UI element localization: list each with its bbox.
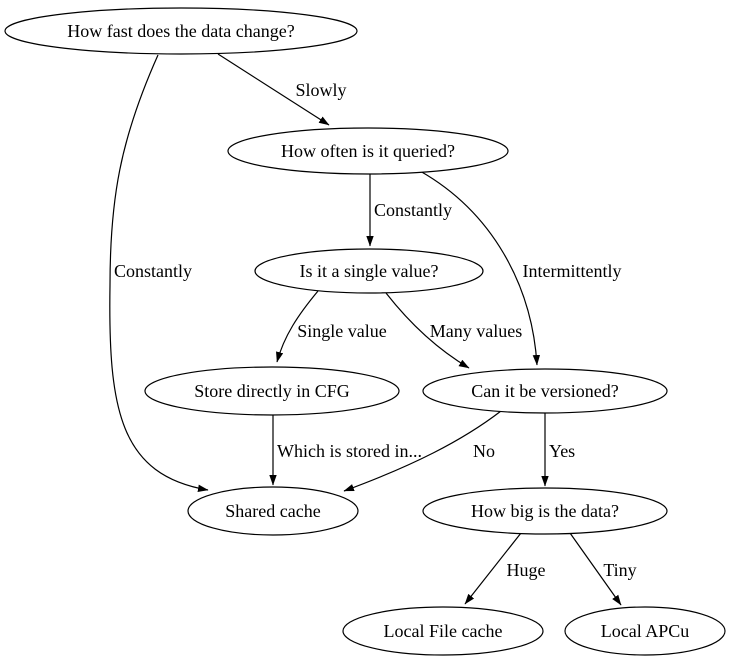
edge-label-constantly-left: Constantly [114, 261, 192, 281]
edge-labels: Slowly Constantly Constantly Intermitten… [114, 80, 637, 580]
edge-label-yes: Yes [549, 441, 575, 461]
node-how-often: How often is it queried? [227, 127, 509, 175]
node-shared-cache-ellipse [187, 486, 359, 536]
node-single-value-question: Is it a single value? [254, 248, 484, 294]
node-store-cfg-label: Store directly in CFG [194, 381, 350, 401]
node-local-apcu-ellipse [564, 606, 726, 656]
edge-label-huge: Huge [507, 560, 546, 580]
edge-label-many-values: Many values [430, 321, 522, 341]
edge-howbig-to-localapcu [569, 532, 622, 606]
edge-label-constantly-mid: Constantly [374, 200, 452, 220]
edge-label-slowly: Slowly [295, 80, 346, 100]
nodes: How fast does the data change? How often… [4, 7, 726, 656]
node-versioned: Can it be versioned? [422, 368, 668, 414]
edge-label-intermittently: Intermittently [523, 261, 622, 281]
edge-howfast-to-howoften [217, 53, 330, 126]
node-how-fast-label: How fast does the data change? [67, 21, 294, 41]
node-local-file: Local File cache [342, 606, 544, 656]
node-how-often-label: How often is it queried? [281, 141, 455, 161]
node-store-cfg-ellipse [144, 366, 400, 416]
node-how-big-ellipse [422, 487, 668, 535]
edge-label-which-stored: Which is stored in... [277, 441, 422, 461]
node-local-apcu-label: Local APCu [601, 621, 690, 641]
edge-versioned-to-sharedcache [343, 410, 502, 492]
node-how-fast: How fast does the data change? [4, 7, 358, 55]
node-local-apcu: Local APCu [564, 606, 726, 656]
edge-label-single-value: Single value [297, 321, 386, 341]
node-local-file-ellipse [342, 606, 544, 656]
node-shared-cache-label: Shared cache [225, 501, 320, 521]
edge-howbig-to-localfile [464, 532, 522, 605]
edge-howfast-to-sharedcache [109, 54, 209, 492]
node-single-value-question-ellipse [254, 248, 484, 294]
node-how-big: How big is the data? [422, 487, 668, 535]
node-how-big-label: How big is the data? [471, 501, 619, 521]
node-versioned-label: Can it be versioned? [471, 381, 618, 401]
node-shared-cache: Shared cache [187, 486, 359, 536]
edge-singlevalue-to-storecfg [276, 290, 319, 363]
edges [109, 53, 622, 606]
node-store-cfg: Store directly in CFG [144, 366, 400, 416]
node-how-fast-ellipse [4, 7, 358, 55]
edge-label-no: No [473, 441, 495, 461]
node-how-often-ellipse [227, 127, 509, 175]
edge-singlevalue-to-versioned [385, 292, 470, 369]
edge-howoften-to-versioned [419, 170, 541, 366]
node-local-file-label: Local File cache [384, 621, 503, 641]
edge-label-tiny: Tiny [603, 560, 636, 580]
node-versioned-ellipse [422, 368, 668, 414]
node-single-value-question-label: Is it a single value? [300, 261, 439, 281]
